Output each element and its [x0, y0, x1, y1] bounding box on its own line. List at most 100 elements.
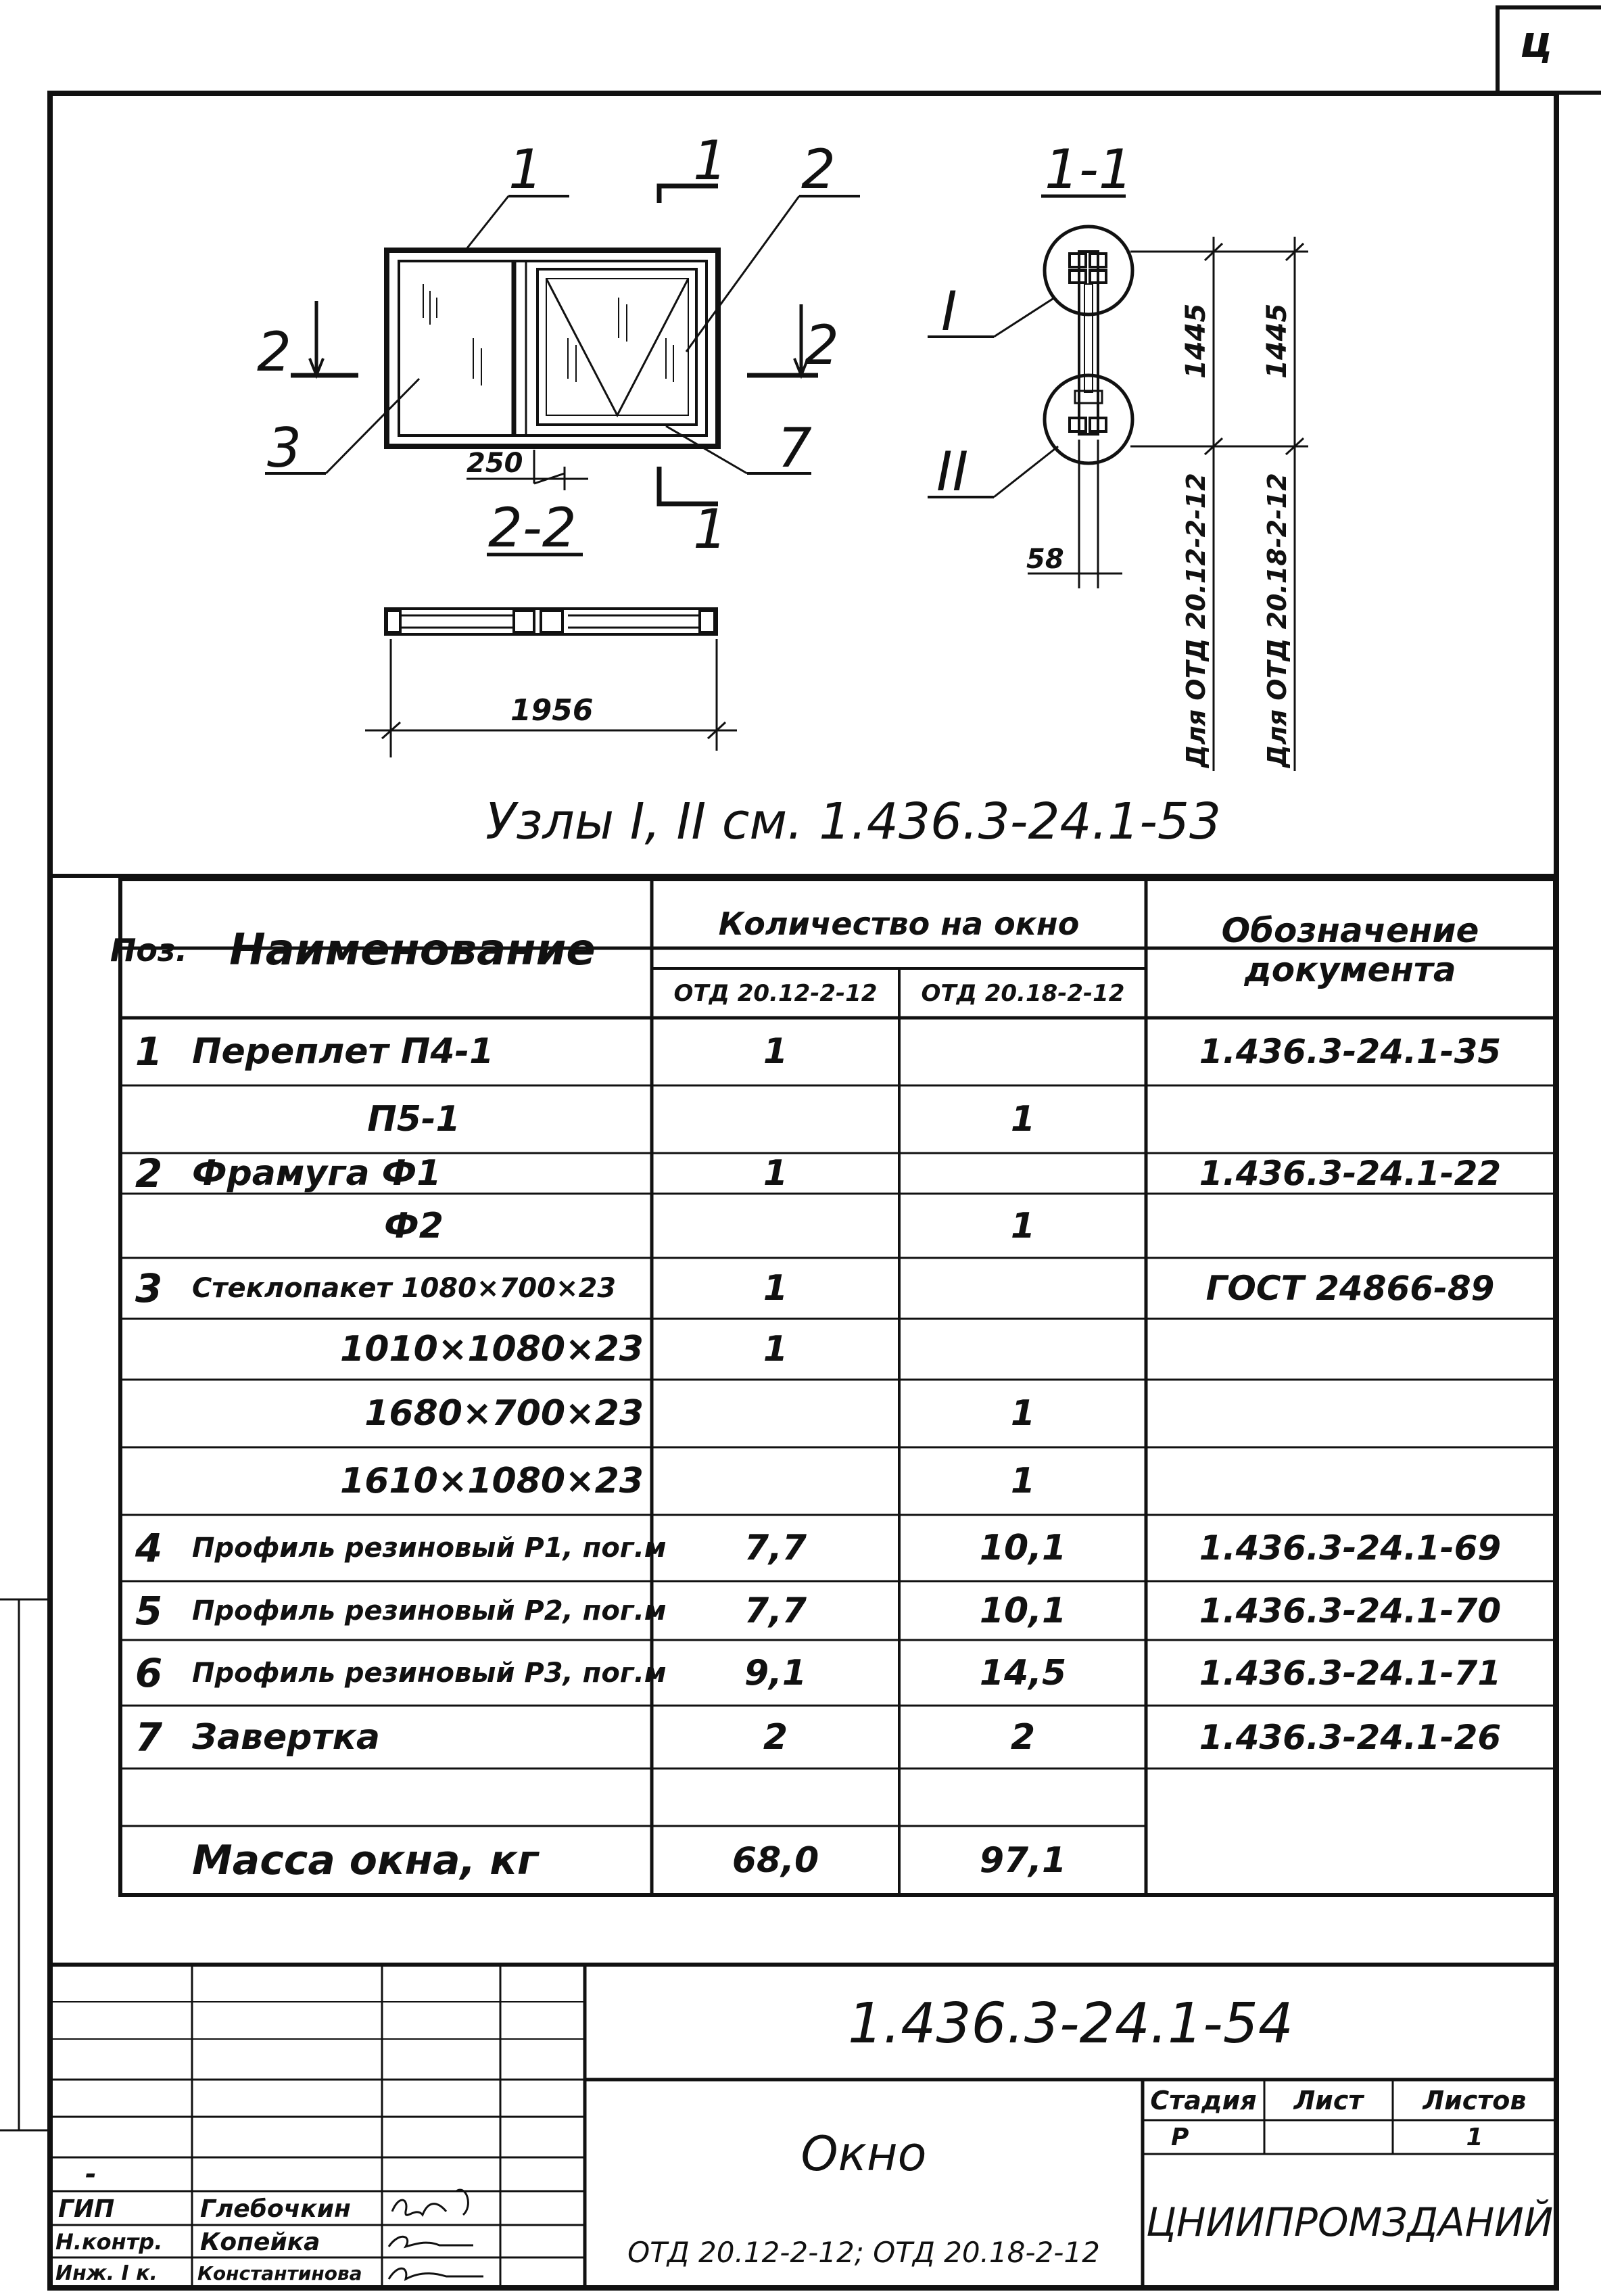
row-13-doc	[1147, 1827, 1553, 1894]
row-9-pos: 5	[135, 1587, 163, 1634]
sheets-header: Листов	[1423, 2086, 1527, 2115]
row-2-name: Фрамуга Ф1	[192, 1153, 441, 1194]
row-2-doc: 1.436.3-24.1-22	[1199, 1154, 1502, 1193]
row-1-doc	[1147, 1087, 1553, 1152]
row-9-name: Профиль резиновый Р2, пог.м	[192, 1595, 667, 1626]
cut-mark-1-bottom: 1	[693, 498, 727, 561]
row-3-pos	[122, 1195, 176, 1257]
name-kopeika: Копейка	[200, 2228, 320, 2256]
dim-58: 58	[1026, 544, 1064, 575]
drawing-labels: 1-1 2-2 1 2 3 7 1 1 2 2 I II	[257, 129, 1133, 561]
row-13-qty-b: 97,1	[979, 1840, 1067, 1881]
cut-mark-2-left: 2	[257, 321, 291, 383]
header-doc: Обозначение документа	[1221, 911, 1479, 989]
row-2-qty-a: 1	[763, 1153, 788, 1194]
row-6-doc	[1147, 1381, 1553, 1446]
row-1-qty-b: 1	[1010, 1099, 1036, 1140]
header-pos: Поз.	[110, 932, 188, 968]
section-label-22: 2-2	[488, 496, 577, 559]
drawing-title: Окно	[801, 2126, 927, 2182]
node-label-i: I	[941, 280, 957, 343]
row-12-doc	[1147, 1770, 1553, 1825]
row-3-qty-a	[653, 1195, 898, 1257]
callout-3: 3	[267, 417, 302, 479]
stage-header: Стадия	[1150, 2086, 1257, 2115]
row-8-qty-a: 7,7	[744, 1528, 807, 1568]
row-0-pos: 1	[135, 1029, 163, 1075]
row-13-name: Масса окна, кг	[192, 1837, 539, 1884]
row-10-name: Профиль резиновый Р3, пог.м	[192, 1657, 667, 1689]
row-0-doc: 1.436.3-24.1-35	[1199, 1032, 1502, 1071]
vertical-note-a: Для ОТД 20.12-2-12	[1181, 473, 1211, 768]
row-1-name: П5-1	[367, 1099, 460, 1140]
row-13-pos	[122, 1827, 176, 1894]
name-glebochkin: Глебочкин	[200, 2195, 351, 2223]
row-11-doc: 1.436.3-24.1-26	[1199, 1717, 1502, 1757]
row-11-name: Завертка	[192, 1716, 380, 1758]
row-13-qty-a: 68,0	[732, 1840, 819, 1881]
row-8-name: Профиль резиновый Р1, пог.м	[192, 1532, 667, 1564]
sheet-header: Лист	[1293, 2086, 1364, 2115]
stage-value: Р	[1171, 2123, 1189, 2151]
row-5-doc	[1147, 1320, 1553, 1378]
row-12-qty-b	[901, 1770, 1145, 1825]
row-9-qty-a: 7,7	[744, 1590, 807, 1631]
cut-mark-1-top: 1	[693, 129, 727, 192]
dimension-labels: 250 1956 58 1445 1445 Для ОТД 20.12-2-12…	[467, 304, 1293, 768]
document-code: 1.436.3-24.1-54	[847, 1992, 1294, 2056]
row-12-name	[177, 1770, 650, 1825]
row-7-qty-a	[653, 1449, 898, 1514]
dim-1445-a: 1445	[1180, 304, 1212, 379]
dim-1956: 1956	[510, 693, 593, 728]
signature-marks	[387, 2188, 483, 2281]
row-8-qty-b: 10,1	[979, 1528, 1067, 1568]
corner-mark: ц	[1520, 18, 1552, 68]
row-9-qty-b: 10,1	[979, 1590, 1067, 1631]
row-11-qty-a: 2	[763, 1716, 788, 1758]
row-1-qty-a	[653, 1087, 898, 1152]
sheets-value: 1	[1466, 2123, 1483, 2151]
callout-2: 2	[801, 138, 836, 201]
row-5-name: 1010×1080×23	[340, 1329, 644, 1369]
row-12-qty-a	[653, 1770, 898, 1825]
row-3-doc	[1147, 1195, 1553, 1257]
row-4-pos: 3	[135, 1265, 163, 1311]
row-6-name: 1680×700×23	[364, 1393, 644, 1434]
node-label-ii: II	[936, 440, 968, 503]
row-5-pos	[122, 1320, 176, 1378]
header-qty-b: ОТД 20.18-2-12	[921, 980, 1125, 1007]
row-3-name: Ф2	[384, 1205, 444, 1246]
row-8-pos: 4	[135, 1525, 163, 1571]
sheet-value	[1266, 2122, 1391, 2153]
row-1-pos	[122, 1087, 176, 1152]
row-11-pos: 7	[135, 1714, 163, 1760]
header-qty-a: ОТД 20.12-2-12	[673, 980, 878, 1007]
dim-250: 250	[467, 448, 523, 479]
name-konstantinova: Константинова	[197, 2262, 362, 2285]
row-5-qty-a: 1	[763, 1329, 788, 1369]
drawing-subtitle: ОТД 20.12-2-12; ОТД 20.18-2-12	[627, 2235, 1100, 2269]
row-0-name: Переплет П4-1	[192, 1031, 494, 1072]
row-6-qty-a	[653, 1381, 898, 1446]
row-7-name: 1610×1080×23	[340, 1461, 644, 1501]
row-4-name: Стеклопакет 1080×700×23	[192, 1273, 617, 1304]
vertical-note-b: Для ОТД 20.18-2-12	[1262, 473, 1292, 768]
row-6-qty-b: 1	[1010, 1393, 1036, 1434]
row-2-qty-b	[901, 1154, 1145, 1192]
row-10-doc: 1.436.3-24.1-71	[1199, 1653, 1502, 1693]
row-8-doc: 1.436.3-24.1-69	[1199, 1528, 1502, 1568]
row-0-qty-b	[901, 1019, 1145, 1084]
row-4-doc: ГОСТ 24866-89	[1205, 1269, 1495, 1308]
role-gip: ГИП	[58, 2195, 115, 2223]
title-block-dash: -	[85, 2159, 97, 2190]
row-5-qty-b	[901, 1320, 1145, 1378]
row-10-qty-a: 9,1	[744, 1652, 807, 1693]
row-9-doc: 1.436.3-24.1-70	[1199, 1591, 1502, 1631]
row-6-pos	[122, 1381, 176, 1446]
row-7-doc	[1147, 1449, 1553, 1514]
row-2-pos: 2	[135, 1150, 163, 1196]
organization-name: ЦНИИПРОМЗДАНИЙ	[1145, 2199, 1554, 2245]
callout-7: 7	[778, 417, 812, 479]
role-engineer: Инж. I к.	[55, 2262, 158, 2285]
